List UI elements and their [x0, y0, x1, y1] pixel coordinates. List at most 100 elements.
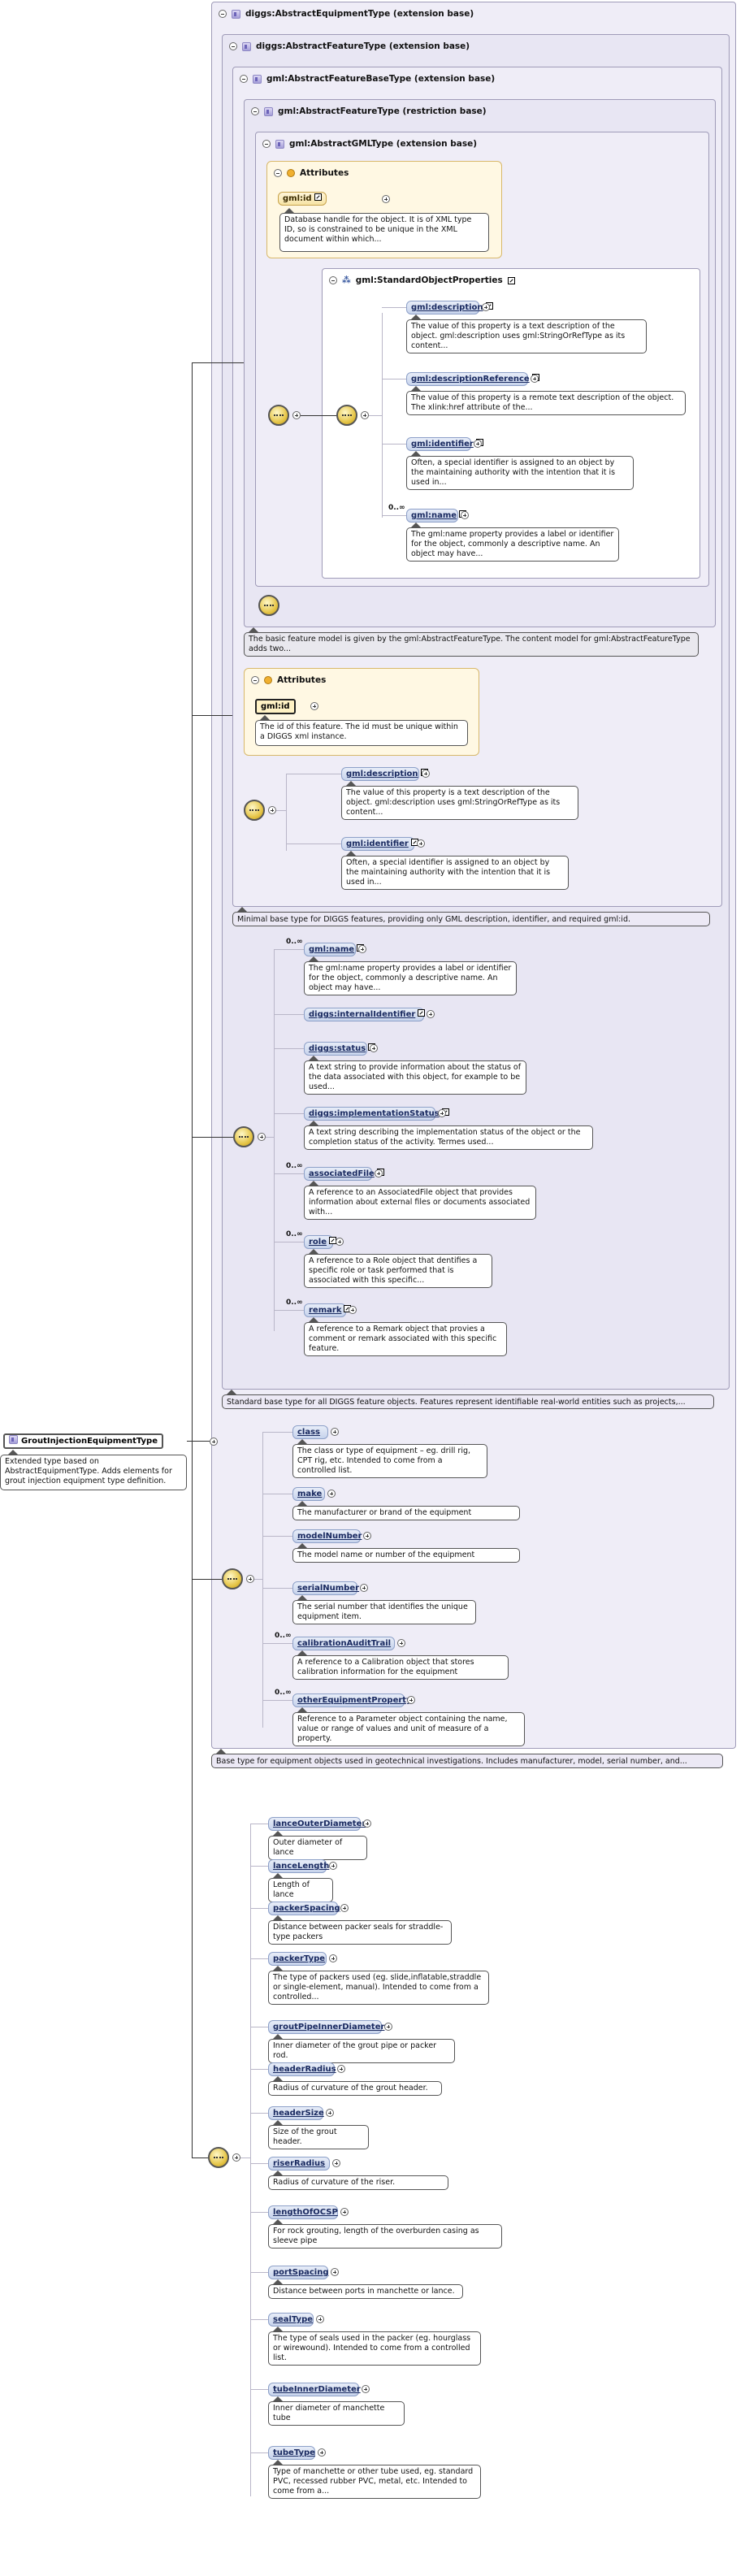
expand-toggle[interactable]	[332, 2159, 340, 2167]
element-remark[interactable]: remark	[304, 1303, 352, 1317]
element-portspacing[interactable]: portSpacing	[268, 2266, 328, 2279]
element-lancelength[interactable]: lanceLength	[268, 1859, 329, 1873]
collapse-toggle[interactable]	[274, 169, 282, 177]
collapse-toggle[interactable]	[262, 140, 271, 148]
element-role[interactable]: role	[304, 1235, 337, 1249]
element-class[interactable]: class	[292, 1425, 328, 1439]
element-lanceouterdiameter[interactable]: lanceOuterDiameter	[268, 1817, 366, 1831]
element-gml-identifier[interactable]: gml:identifier	[406, 437, 483, 451]
expand-toggle[interactable]	[340, 1904, 349, 1912]
element-groutpipeinnerdiameter[interactable]: groutPipeInnerDiameter	[268, 2020, 385, 2034]
element-diggs-status[interactable]: diggs:status	[304, 1042, 376, 1056]
collapse-toggle[interactable]	[229, 42, 237, 50]
collapse-toggle[interactable]	[251, 676, 259, 684]
sequence-compositor-icon[interactable]	[336, 405, 357, 426]
expand-toggle[interactable]	[318, 2448, 326, 2457]
expand-toggle[interactable]	[331, 2268, 339, 2276]
sequence-compositor-icon[interactable]	[208, 2147, 229, 2168]
expand-toggle[interactable]	[422, 770, 430, 778]
attribute-gml-id[interactable]: gml:id	[278, 192, 327, 206]
element-packertype[interactable]: packerType	[268, 1952, 327, 1966]
element-doc: Radius of curvature of the riser.	[268, 2175, 448, 2190]
expand-toggle[interactable]	[370, 1044, 378, 1052]
expand-toggle[interactable]	[362, 2385, 370, 2393]
element-diggs-implementationstatus[interactable]: diggs:implementationStatus	[304, 1107, 449, 1121]
element-diggs-internalidentifier[interactable]: diggs:internalIdentifier	[304, 1008, 426, 1021]
collapse-toggle[interactable]	[268, 806, 276, 814]
element-sealtype[interactable]: sealType	[268, 2313, 314, 2327]
element-packerspacing[interactable]: packerSpacing	[268, 1902, 340, 1915]
expand-toggle[interactable]	[310, 702, 318, 710]
expand-toggle[interactable]	[382, 195, 390, 203]
element-tubeinnerdiameter[interactable]: tubeInnerDiameter	[268, 2383, 361, 2396]
expand-toggle[interactable]	[331, 1428, 339, 1436]
expand-toggle[interactable]	[363, 1819, 371, 1828]
sequence-compositor-icon[interactable]	[244, 800, 265, 821]
element-otherequipmentproperty[interactable]: otherEquipmentProperty	[292, 1693, 412, 1707]
collapse-toggle[interactable]	[361, 411, 369, 419]
expand-toggle[interactable]	[427, 1010, 435, 1018]
element-tubetype[interactable]: tubeType	[268, 2446, 315, 2460]
expand-toggle[interactable]	[531, 375, 539, 383]
expand-toggle[interactable]	[327, 1490, 336, 1498]
collapse-toggle[interactable]	[219, 10, 227, 18]
element-doc: Often, a special identifier is assigned …	[341, 856, 569, 890]
expand-toggle[interactable]	[336, 1238, 344, 1246]
expand-toggle[interactable]	[417, 839, 425, 848]
element-riserradius[interactable]: riserRadius	[268, 2157, 330, 2171]
expand-toggle[interactable]	[337, 2065, 345, 2073]
expand-toggle[interactable]	[375, 1169, 383, 1177]
element-calibrationaudittrail[interactable]: calibrationAuditTrail	[292, 1637, 395, 1650]
expand-toggle[interactable]	[316, 2315, 324, 2323]
doc-tab	[297, 1543, 307, 1548]
expand-toggle[interactable]	[360, 1584, 368, 1592]
collapse-toggle[interactable]	[258, 1133, 266, 1141]
expand-toggle[interactable]	[326, 2109, 334, 2117]
element-label: associatedFile	[309, 1169, 375, 1178]
element-gml-description[interactable]: gml:description	[341, 767, 428, 781]
element-make[interactable]: make	[292, 1487, 325, 1501]
element-gml-identifier[interactable]: gml:identifier	[341, 837, 418, 851]
collapse-toggle[interactable]	[251, 107, 259, 115]
sequence-compositor-icon[interactable]	[233, 1126, 254, 1147]
collapse-toggle[interactable]	[292, 411, 301, 419]
expand-toggle[interactable]	[474, 440, 482, 448]
expand-toggle[interactable]	[349, 1306, 357, 1314]
expand-toggle[interactable]	[397, 1639, 405, 1647]
sequence-compositor-icon[interactable]	[222, 1568, 243, 1589]
element-gml-descriptionreference[interactable]: gml:descriptionReference	[406, 372, 539, 386]
occurrence-label: 0..∞	[286, 1299, 303, 1307]
element-modelnumber[interactable]: modelNumber	[292, 1529, 362, 1543]
expand-toggle[interactable]	[329, 1862, 337, 1870]
collapse-toggle[interactable]	[210, 1438, 218, 1446]
element-doc: A reference to a Remark object that prov…	[304, 1322, 507, 1356]
expand-toggle[interactable]	[407, 1696, 415, 1704]
expand-toggle[interactable]	[329, 1954, 337, 1962]
element-lengthofocsp[interactable]: lengthOfOCSP	[268, 2205, 338, 2219]
attribute-gml-id[interactable]: gml:id	[255, 699, 296, 714]
expand-toggle[interactable]	[358, 945, 366, 953]
element-gml-name[interactable]: gml:name	[406, 509, 467, 523]
expand-toggle[interactable]	[363, 1532, 371, 1540]
element-headersize[interactable]: headerSize	[268, 2106, 324, 2120]
doc-tab	[273, 2279, 283, 2284]
expand-toggle[interactable]	[438, 1109, 446, 1117]
collapse-toggle[interactable]	[232, 2153, 240, 2162]
collapse-toggle[interactable]	[246, 1575, 254, 1583]
element-associatedfile[interactable]: associatedFile	[304, 1167, 384, 1181]
collapse-toggle[interactable]	[329, 276, 337, 284]
element-gml-description[interactable]: gml:description	[406, 301, 493, 314]
element-headerradius[interactable]: headerRadius	[268, 2062, 336, 2076]
root-grout-injection-equipment-type[interactable]: GroutInjectionEquipmentType	[3, 1433, 163, 1449]
expand-toggle[interactable]	[384, 2023, 392, 2031]
expand-toggle[interactable]	[482, 303, 490, 311]
element-label: groutPipeInnerDiameter	[273, 2023, 385, 2032]
element-gml-name[interactable]: gml:name	[304, 943, 365, 956]
collapse-toggle[interactable]	[240, 75, 248, 83]
element-doc: The gml:name property provides a label o…	[406, 527, 619, 562]
sequence-compositor-icon[interactable]	[268, 405, 289, 426]
expand-toggle[interactable]	[461, 511, 469, 519]
expand-toggle[interactable]	[340, 2208, 349, 2216]
element-serialnumber[interactable]: serialNumber	[292, 1581, 359, 1595]
sequence-compositor-icon[interactable]	[258, 595, 279, 616]
